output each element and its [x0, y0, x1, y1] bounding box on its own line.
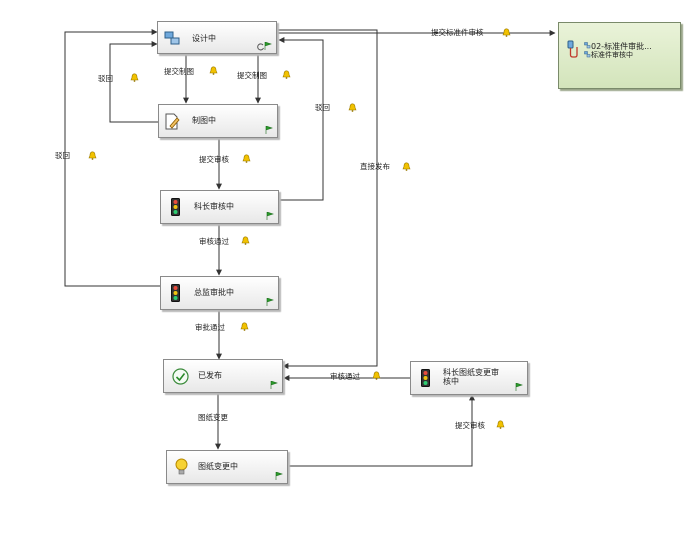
node-design[interactable]: 设计中 — [157, 21, 277, 54]
edge-reject-right — [278, 37, 324, 201]
subprocess-std-review[interactable]: 02-标准件审批... 标准件审核中 — [558, 22, 681, 89]
edge-label-submit-review-change[interactable]: 提交审核 — [455, 421, 485, 430]
flag-icon — [265, 126, 273, 134]
edge-label-submit-drawing-1[interactable]: 提交制图 — [164, 67, 194, 76]
flag-icon — [275, 472, 283, 480]
bell-icon — [240, 322, 249, 331]
bell-icon — [502, 28, 511, 37]
edge-reject-inner — [109, 41, 158, 123]
node-section-review-label: 科长审核中 — [194, 202, 234, 211]
flag-icon — [515, 383, 523, 391]
edge-label-submit-review[interactable]: 提交审核 — [199, 155, 229, 164]
refresh-icon — [257, 43, 264, 51]
bell-icon — [348, 103, 357, 112]
node-director-approve-label: 总监审批中 — [194, 288, 234, 297]
node-change-review-label-1: 科长图纸变更审 — [443, 368, 499, 377]
node-change-label: 图纸变更中 — [198, 462, 238, 471]
node-section-review[interactable]: 科长审核中 — [160, 190, 279, 224]
flag-icon — [266, 212, 274, 220]
node-change-review[interactable]: 科长图纸变更审 核中 — [410, 361, 528, 395]
bell-icon — [496, 420, 505, 429]
node-link-icon — [584, 51, 591, 58]
edge-label-direct-publish[interactable]: 直接发布 — [360, 162, 390, 171]
traffic-light-icon — [171, 284, 180, 302]
design-node-icon — [164, 31, 180, 45]
subprocess-icon — [567, 40, 578, 58]
flag-icon — [266, 298, 274, 306]
edge-direct-publish — [277, 29, 378, 369]
flag-icon — [264, 42, 272, 50]
node-published[interactable]: 已发布 — [163, 359, 283, 393]
edge-label-review-pass[interactable]: 审核通过 — [199, 237, 229, 246]
node-drawing[interactable]: 制图中 — [158, 104, 278, 138]
traffic-light-icon — [421, 369, 430, 387]
lightbulb-icon — [175, 458, 188, 475]
edge-label-reject-outer[interactable]: 驳回 — [55, 151, 70, 160]
bell-icon — [282, 70, 291, 79]
bell-icon — [88, 151, 97, 160]
edge-label-reject-inner[interactable]: 驳回 — [98, 74, 113, 83]
bell-icon — [241, 236, 250, 245]
bell-icon — [402, 162, 411, 171]
bell-icon — [242, 154, 251, 163]
edge-submit-review-change — [288, 394, 475, 467]
subprocess-subtitle: 标准件审核中 — [591, 51, 633, 59]
node-change-review-label-2: 核中 — [443, 377, 459, 386]
flag-icon — [270, 381, 278, 389]
edge-label-review-pass-change[interactable]: 审核通过 — [330, 372, 360, 381]
bell-icon — [130, 73, 139, 82]
edge-label-approve-pass[interactable]: 审批通过 — [195, 323, 225, 332]
bell-icon — [209, 66, 218, 75]
check-circle-icon — [172, 368, 189, 385]
drawing-node-icon — [165, 113, 180, 130]
node-published-label: 已发布 — [198, 371, 222, 380]
subprocess-title: 02-标准件审批... — [591, 42, 652, 51]
node-director-approve[interactable]: 总监审批中 — [160, 276, 279, 310]
edge-reject-outer — [64, 29, 160, 287]
node-design-label: 设计中 — [192, 34, 216, 43]
node-change[interactable]: 图纸变更中 — [166, 450, 288, 484]
edge-label-submit-std-review[interactable]: 提交标准件审核 — [431, 28, 484, 37]
edge-label-reject-right[interactable]: 驳回 — [315, 103, 330, 112]
node-link-icon — [584, 42, 591, 49]
bell-icon — [372, 371, 381, 380]
traffic-light-icon — [171, 198, 180, 216]
node-drawing-label: 制图中 — [192, 116, 216, 125]
edge-label-drawing-change[interactable]: 图纸变更 — [198, 413, 228, 422]
edge-label-submit-drawing-2[interactable]: 提交制图 — [237, 71, 267, 80]
